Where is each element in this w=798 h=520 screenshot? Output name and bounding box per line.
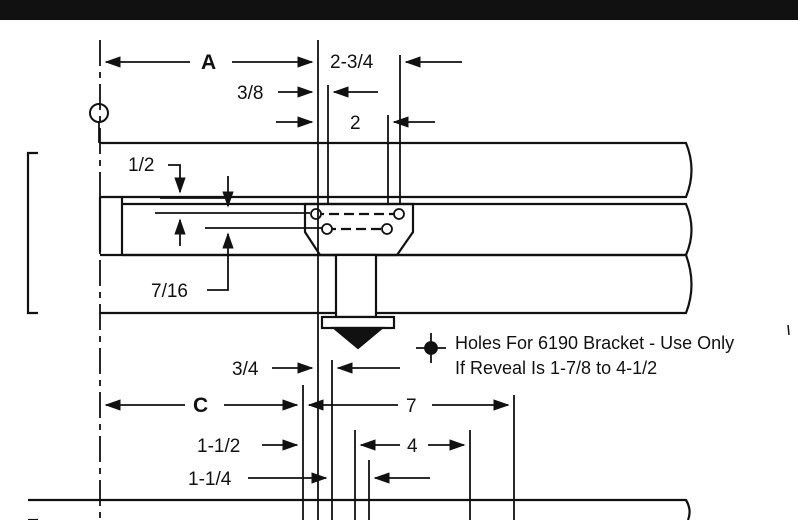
right-edge-mark [787,324,790,336]
dim-label-4: 4 [407,436,418,457]
dim-label-7-16: 7/16 [151,281,188,302]
bracket-holes [310,208,405,235]
dimension-arrows [104,56,510,484]
crosshair-hole-icon [416,333,446,363]
hole-lower-left [321,223,333,235]
bottom-frame-outline [28,498,691,520]
circle-pivot-icon [89,103,109,143]
hole-upper-left [310,208,322,220]
extension-lines [155,40,515,520]
dim-label-3-8: 3/8 [237,83,263,104]
hole-lower-right [381,223,393,235]
dim-label-2-3-4: 2-3/4 [330,52,374,73]
dim-label-7: 7 [406,396,417,417]
dim-label-2: 2 [350,113,361,134]
closer-bracket [303,202,415,350]
legend-note-line-2: If Reveal Is 1-7/8 to 4-1/2 [455,358,657,378]
dim-label-1-2: 1/2 [128,155,154,176]
dim-label-1-1-4: 1-1/4 [188,469,232,490]
dim-label-c: C [193,394,208,417]
legend-note-line-1: Holes For 6190 Bracket - Use Only [455,333,734,353]
hole-upper-right [393,208,405,220]
top-border-bar [0,0,798,20]
dim-label-3-4: 3/4 [232,359,259,380]
dim-label-1-1-2: 1-1/2 [197,436,240,457]
dim-label-a: A [201,51,216,74]
